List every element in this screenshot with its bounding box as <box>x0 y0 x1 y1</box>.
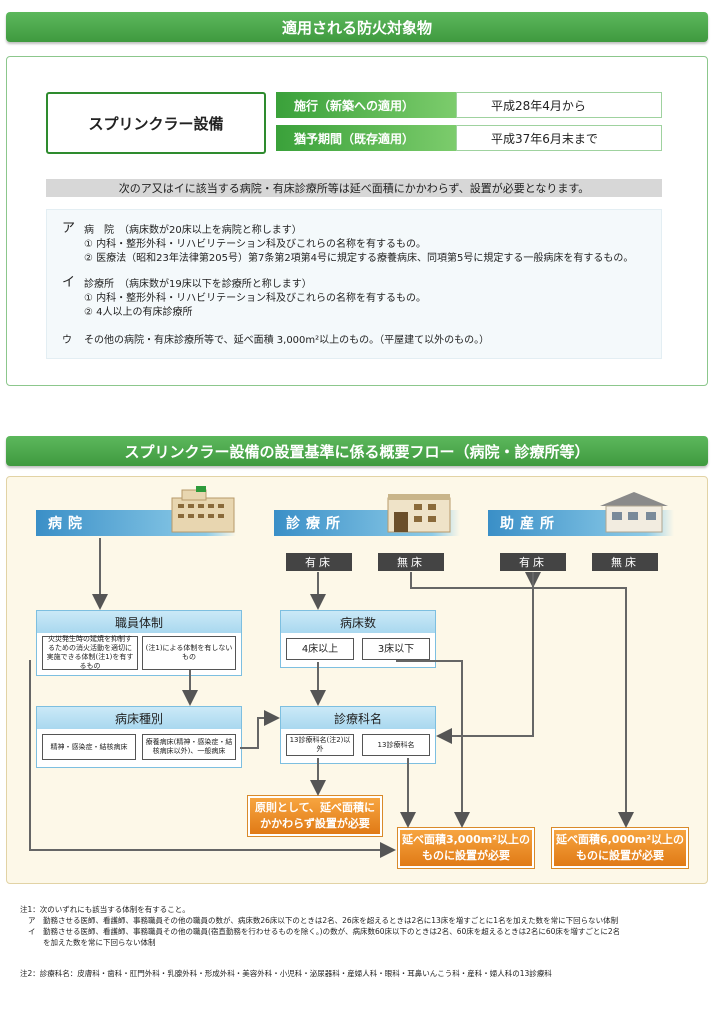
item-text-a2: ② 医療法（昭和23年法律第205号）第7条第2項第4号に規定する療養病床、同項… <box>84 253 634 264</box>
row-label-grace: 猶予期間（既存適用） <box>276 125 456 151</box>
item-mark-u: ウ <box>62 335 72 346</box>
beds-left: 4床以上 <box>286 638 354 660</box>
note1-a: ア 勤務させる医師、看護師、事務職員その他の職員の数が、病床数26床以下のときは… <box>28 916 619 925</box>
staff-right: (注1)による体制を有しないもの <box>142 636 236 670</box>
staff-title: 職員体制 <box>37 611 241 633</box>
hospital-building-icon <box>171 486 235 533</box>
item-text-u: その他の病院・有床診療所等で、延べ面積 3,000m²以上のもの。（平屋建て以外… <box>84 335 490 346</box>
section2-title: スプリンクラー設備の設置基準に係る概要フロー（病院・診療所等） <box>6 436 708 466</box>
item-mark-i: イ <box>62 275 76 290</box>
item-mark-a: ア <box>62 221 76 236</box>
staff-left: 火災発生時の延焼を抑制するための消火活動を適切に実施できる体制(注1)を有するも… <box>42 635 138 670</box>
item-text-a1: ① 内科・整形外科・リハビリテーション科及びこれらの名称を有するもの。 <box>84 239 426 250</box>
clinic-building-icon <box>387 494 451 533</box>
note2: 注2：診療科名：皮膚科・歯科・肛門外科・乳腺外科・形成外科・美容外科・小児科・泌… <box>20 969 552 978</box>
item-text-a: 病 院 （病床数が20床以上を病院と称します） <box>84 225 302 236</box>
row-label-enforce: 施行（新築への適用） <box>276 92 456 118</box>
bedtype-left: 精神・感染症・結核病床 <box>42 734 136 760</box>
label-clinic-nobed: 無床 <box>378 553 444 571</box>
beds-right: 3床以下 <box>362 638 430 660</box>
result-6000: 延べ面積6,000m²以上のものに設置が必要 <box>552 828 688 868</box>
item-text-i: 診療所 （病床数が19床以下を診療所と称します） <box>84 279 312 290</box>
item-text-i1: ① 内科・整形外科・リハビリテーション科及びこれらの名称を有するもの。 <box>84 293 426 304</box>
label-clinic-bed: 有床 <box>286 553 352 571</box>
condition-box <box>46 209 662 359</box>
bedtype-title: 病床種別 <box>37 707 241 729</box>
row-value-enforce: 平成28年4月から <box>456 92 662 118</box>
item-text-i2: ② 4人以上の有床診療所 <box>84 307 193 318</box>
dept-left: 13診療科名(注2)以外 <box>286 734 354 756</box>
dept-title: 診療科名 <box>281 707 435 729</box>
bedtype-right: 療養病床(精神・感染症・結核病床以外)、一般病床 <box>142 734 236 760</box>
result-3000: 延べ面積3,000m²以上のものに設置が必要 <box>398 828 534 868</box>
dept-right: 13診療科名 <box>362 734 430 756</box>
maternity-house-icon <box>600 492 668 533</box>
result-always: 原則として、延べ面積にかかわらず設置が必要 <box>248 796 382 836</box>
section1-title: 適用される防火対象物 <box>6 12 708 42</box>
row-value-grace: 平成37年6月末まで <box>456 125 662 151</box>
equipment-name: スプリンクラー設備 <box>46 92 266 154</box>
note1-b2: を加えた数を常に下回らない体制 <box>28 938 156 947</box>
beds-title: 病床数 <box>281 611 435 633</box>
label-maternity-bed: 有床 <box>500 553 566 571</box>
label-maternity-nobed: 無床 <box>592 553 658 571</box>
note1-b1: イ 勤務させる医師、看護師、事務職員その他の職員(宿直勤務を行わせるものを除く。… <box>28 927 621 936</box>
condition-strip: 次のア又はイに該当する病院・有床診療所等は延べ面積にかかわらず、設置が必要となり… <box>46 179 662 197</box>
note1-title: 注1：次のいずれにも該当する体制を有すること。 <box>20 905 190 914</box>
